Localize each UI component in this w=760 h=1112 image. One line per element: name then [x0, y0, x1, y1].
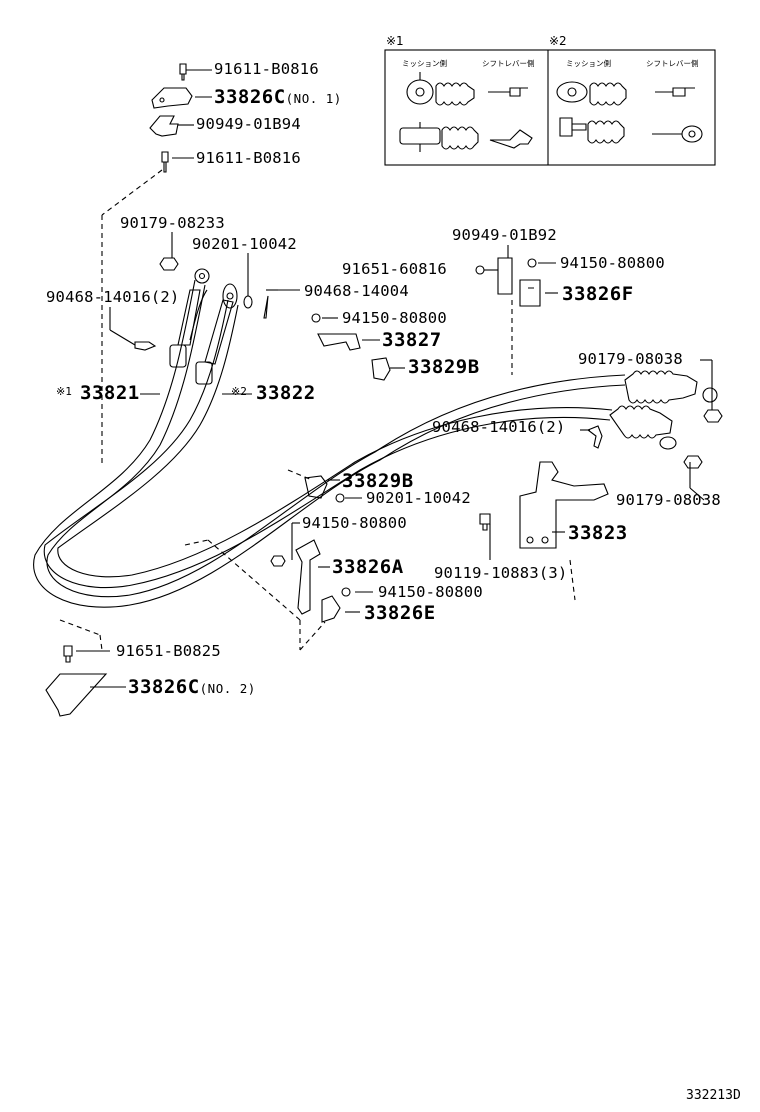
bracket-33827-icon — [317, 333, 361, 351]
inset-box — [384, 49, 716, 166]
inset-col-b1: シフトレバー側 — [482, 59, 535, 68]
bracket-33826a-icon — [295, 539, 321, 615]
part-label-33826e[interactable]: 33826E — [364, 602, 436, 624]
part-label-33823[interactable]: 33823 — [568, 522, 628, 544]
part-label-33829b-b[interactable]: 33829B — [342, 470, 414, 492]
inset-ref-2: ※2 — [549, 34, 567, 48]
bracket-33823-icon — [519, 461, 609, 549]
part-label-33827[interactable]: 33827 — [382, 329, 442, 351]
bracket-33826f-icon — [519, 279, 541, 307]
small-parts — [45, 63, 723, 717]
part-label-90468-14016-b[interactable]: 90468-14016(2) — [432, 418, 566, 436]
cable-33822 — [43, 299, 613, 589]
part-ref-33822: ※2 — [231, 385, 247, 398]
inset-eye-end-icon — [556, 81, 588, 103]
cable-end-right-1 — [624, 370, 718, 404]
part-label-33829b-a[interactable]: 33829B — [408, 356, 480, 378]
bracket-icon — [151, 87, 193, 109]
nut-icon — [159, 257, 179, 271]
inset-boot-icon — [435, 82, 475, 106]
part-label-33826f[interactable]: 33826F — [562, 283, 634, 305]
part-label-94150-80800-c[interactable]: 94150-80800 — [302, 514, 407, 532]
cable-end-upper-right — [195, 283, 238, 385]
clip-33829b-icon — [371, 357, 391, 381]
cable-end-right-2 — [609, 405, 677, 450]
part-label-90468-14016-a[interactable]: 90468-14016(2) — [46, 288, 180, 306]
cable-33821 — [33, 279, 626, 608]
clip-small-icon — [134, 341, 157, 351]
part-label-33826c-no2[interactable]: 33826C(NO. 2) — [128, 676, 256, 698]
part-ref-33821: ※1 — [56, 385, 72, 398]
part-label-90468-14004[interactable]: 90468-14004 — [304, 282, 409, 300]
part-label-90201-10042-b[interactable]: 90201-10042 — [366, 489, 471, 507]
part-label-90179-08038-b[interactable]: 90179-08038 — [616, 491, 721, 509]
inset-grommet-icon — [406, 79, 434, 105]
part-label-33826a[interactable]: 33826A — [332, 556, 404, 578]
part-label-90119-10883[interactable]: 90119-10883(3) — [434, 564, 568, 582]
dashed-guides — [59, 169, 576, 651]
part-label-91651-60816[interactable]: 91651-60816 — [342, 260, 447, 278]
diagram-code: 332213D — [686, 1088, 741, 1103]
bolt-icon — [179, 63, 187, 81]
part-label-33826c-no1[interactable]: 33826C(NO. 1) — [214, 86, 342, 108]
clip-icon — [149, 115, 179, 137]
washer-icon — [243, 295, 253, 309]
part-label-90201-10042-a[interactable]: 90201-10042 — [192, 235, 297, 253]
pin-icon — [263, 295, 269, 319]
part-label-94150-80800-d[interactable]: 94150-80800 — [378, 583, 483, 601]
inset-joint-icon — [399, 127, 441, 145]
part-label-90179-08038-a[interactable]: 90179-08038 — [578, 350, 683, 368]
part-label-91651-b0825[interactable]: 91651-B0825 — [116, 642, 221, 660]
bracket-33826e-icon — [321, 595, 341, 623]
inset-ball-end-icon — [559, 117, 587, 137]
part-label-33821[interactable]: 33821 — [80, 382, 140, 404]
part-label-91611-b0816-mid[interactable]: 91611-B0816 — [196, 149, 301, 167]
inset-col-a2: ミッション側 — [566, 59, 611, 68]
bracket-upper-icon — [497, 257, 513, 295]
part-label-94150-80800-a[interactable]: 94150-80800 — [342, 309, 447, 327]
part-label-33822[interactable]: 33822 — [256, 382, 316, 404]
inset-ref-1: ※1 — [386, 34, 404, 48]
part-label-91611-b0816-top[interactable]: 91611-B0816 — [214, 60, 319, 78]
cable-end-upper-left — [169, 268, 210, 368]
inset-col-a1: ミッション側 — [402, 59, 447, 68]
part-label-90179-08233[interactable]: 90179-08233 — [120, 214, 225, 232]
part-label-90949-01b94[interactable]: 90949-01B94 — [196, 115, 301, 133]
part-label-90949-01b92[interactable]: 90949-01B92 — [452, 226, 557, 244]
inset-col-b2: シフトレバー側 — [646, 59, 699, 68]
inset-cable-end-icon — [488, 87, 528, 97]
bracket-33826c2-icon — [45, 673, 108, 717]
part-label-94150-80800-b[interactable]: 94150-80800 — [560, 254, 665, 272]
